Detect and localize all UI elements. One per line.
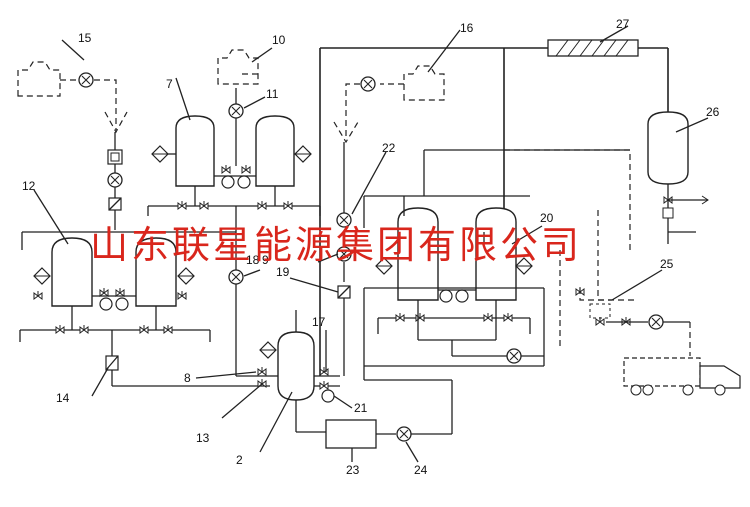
label-7: 7	[166, 77, 173, 91]
label-10: 10	[272, 33, 286, 47]
label-18: 18	[246, 253, 260, 267]
vessels-7	[147, 77, 321, 216]
label-16: 16	[460, 21, 474, 35]
label-15: 15	[78, 31, 92, 45]
label-13: 13	[196, 431, 210, 445]
label-19: 19	[276, 265, 290, 279]
label-2: 2	[236, 453, 243, 467]
unit-23-24	[325, 380, 453, 463]
label-24: 24	[414, 463, 428, 477]
label-26: 26	[706, 105, 720, 119]
label-23: 23	[346, 463, 360, 477]
vessels-12	[19, 189, 270, 397]
line-to-pump-9	[210, 206, 277, 377]
unloading-25	[559, 210, 741, 396]
label-9: 9	[262, 253, 269, 267]
top-header	[319, 25, 669, 376]
tank-10	[217, 47, 273, 166]
label-14: 14	[56, 391, 70, 405]
vessels-20	[363, 149, 631, 381]
vessel-26	[647, 111, 709, 244]
label-20: 20	[540, 211, 554, 225]
label-8: 8	[184, 371, 191, 385]
tank-15	[17, 39, 128, 134]
label-17: 17	[312, 315, 326, 329]
label-27: 27	[616, 17, 630, 31]
label-22: 22	[382, 141, 396, 155]
label-25: 25	[660, 257, 674, 271]
label-21: 21	[354, 401, 368, 415]
label-11: 11	[266, 87, 279, 101]
label-12: 12	[22, 179, 36, 193]
left-inlet-chain	[107, 132, 123, 230]
pumps-18-22	[289, 142, 387, 376]
vessel-2	[195, 310, 353, 453]
number-labels: 15 10 16 27 7 11 26 22 12 20 18 9 25 19 …	[22, 17, 720, 477]
